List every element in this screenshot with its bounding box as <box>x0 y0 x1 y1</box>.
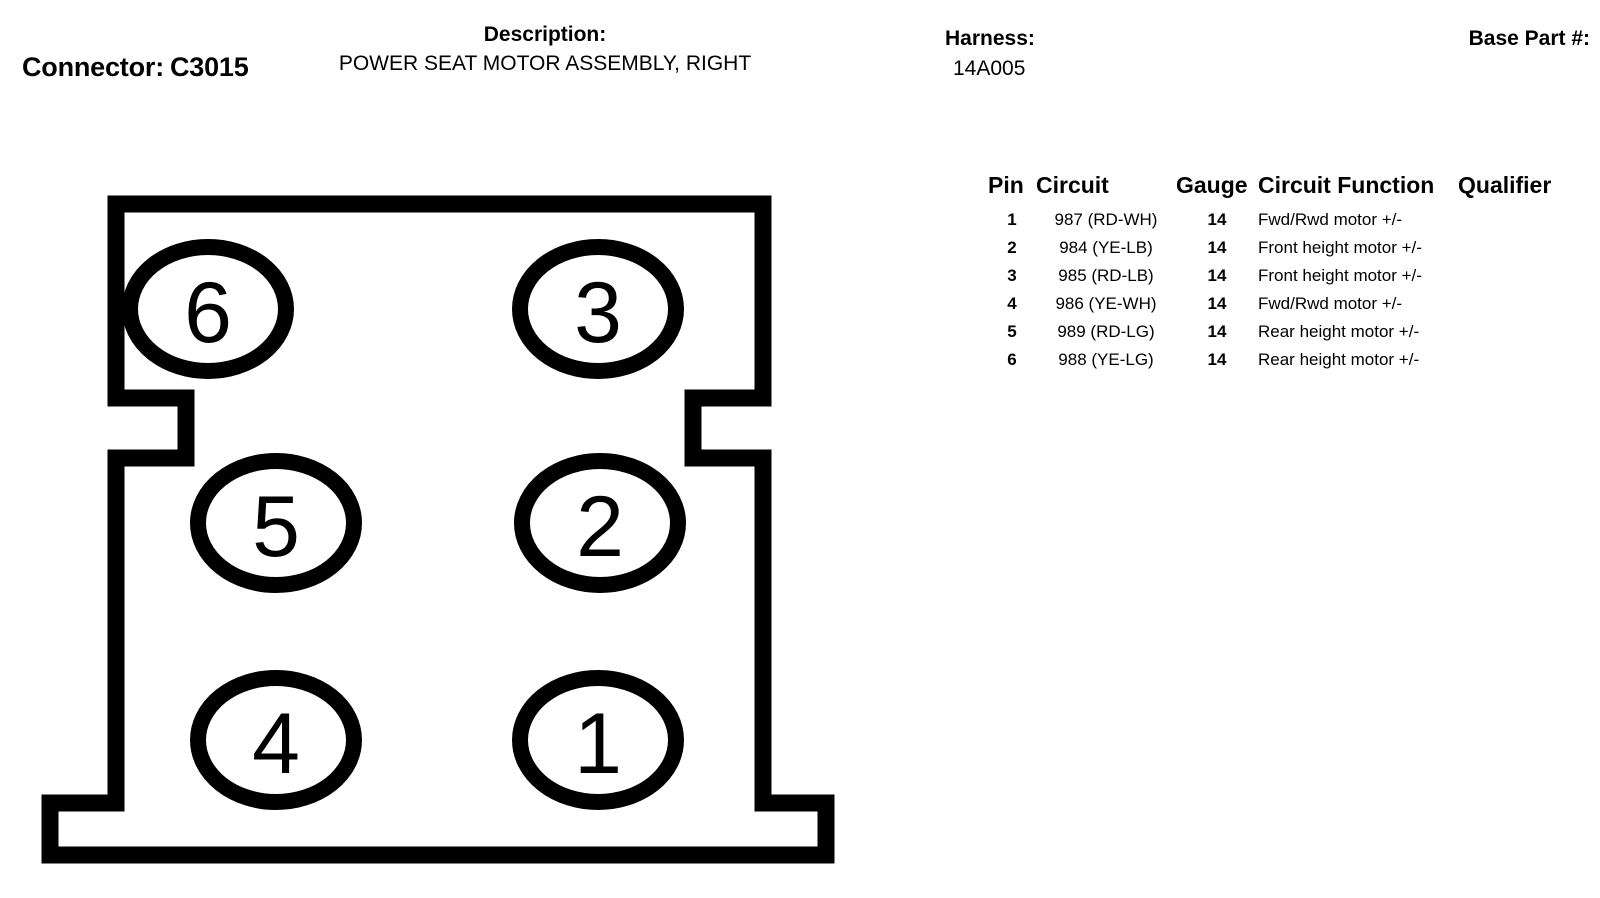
cell-function: Fwd/Rwd motor +/- <box>1258 210 1403 229</box>
description-label: Description: <box>483 23 607 46</box>
table-row: 6 988 (YE-LG) 14 Rear height motor +/- <box>988 346 1568 374</box>
cell-qualifier <box>1458 318 1568 346</box>
table-header-row: Pin Circuit Gauge Circuit Function Quali… <box>988 172 1568 206</box>
cavity-1: 1 <box>512 670 684 810</box>
cell-pin: 6 <box>1007 350 1017 369</box>
cell-gauge: 14 <box>1207 266 1227 285</box>
pin-table-element: Pin Circuit Gauge Circuit Function Quali… <box>988 172 1568 374</box>
cavity-4: 4 <box>190 670 362 810</box>
connector-id-value: C3015 <box>170 52 249 82</box>
pin-table: Pin Circuit Gauge Circuit Function Quali… <box>988 172 1568 374</box>
connector-id-block: Connector:C3015 <box>22 52 322 83</box>
cell-circuit: 984 (YE-LB) <box>1059 238 1153 257</box>
cavity-ring-6 <box>122 239 294 379</box>
cell-gauge: 14 <box>1207 294 1227 313</box>
connector-label: Connector: <box>22 52 164 82</box>
table-row: 4 986 (YE-WH) 14 Fwd/Rwd motor +/- <box>988 290 1568 318</box>
cavity-5: 5 <box>190 453 362 593</box>
cell-pin: 3 <box>1007 266 1017 285</box>
cell-circuit: 987 (RD-WH) <box>1054 210 1158 229</box>
column-header-qualifier: Qualifier <box>1458 172 1552 198</box>
cell-qualifier <box>1458 346 1568 374</box>
harness-block: Harness: 14A005 <box>945 26 1205 83</box>
harness-value: 14A005 <box>953 57 1026 80</box>
table-row: 1 987 (RD-WH) 14 Fwd/Rwd motor +/- <box>988 206 1568 234</box>
cell-function: Rear height motor +/- <box>1258 350 1420 369</box>
cell-circuit: 988 (YE-LG) <box>1058 350 1154 369</box>
column-header-circuit: Circuit <box>1036 172 1109 198</box>
cavity-ring-3 <box>512 239 684 379</box>
cavity-label-4: 4 <box>252 696 300 792</box>
column-header-pin: Pin <box>988 172 1024 198</box>
cavity-label-3: 3 <box>574 265 622 361</box>
cell-function: Fwd/Rwd motor +/- <box>1258 294 1403 313</box>
cavity-ring-4 <box>190 670 362 810</box>
cell-qualifier <box>1458 234 1568 262</box>
cell-function: Rear height motor +/- <box>1258 322 1420 341</box>
cell-pin: 1 <box>1007 210 1017 229</box>
cell-qualifier <box>1458 206 1568 234</box>
column-header-function: Circuit Function <box>1258 172 1435 198</box>
header-bar: Connector:C3015 Description: POWER SEAT … <box>0 0 1600 130</box>
connector-body-outline <box>41 195 835 864</box>
connector-diagram: 6 3 5 2 4 1 <box>20 170 850 880</box>
base-part-block: Base Part #: <box>1280 26 1590 55</box>
cavity-label-5: 5 <box>252 479 300 575</box>
cell-circuit: 989 (RD-LG) <box>1057 322 1155 341</box>
cell-circuit: 985 (RD-LB) <box>1058 266 1154 285</box>
cell-gauge: 14 <box>1207 322 1227 341</box>
cavity-label-6: 6 <box>184 265 232 361</box>
cell-function: Front height motor +/- <box>1258 266 1422 285</box>
table-row: 3 985 (RD-LB) 14 Front height motor +/- <box>988 262 1568 290</box>
cell-qualifier <box>1458 290 1568 318</box>
cell-function: Front height motor +/- <box>1258 238 1422 257</box>
harness-label: Harness: <box>945 27 1035 50</box>
cavity-label-2: 2 <box>576 479 624 575</box>
table-row: 5 989 (RD-LG) 14 Rear height motor +/- <box>988 318 1568 346</box>
cavity-2: 2 <box>514 453 686 593</box>
cavity-6: 6 <box>122 239 294 379</box>
cell-pin: 2 <box>1007 238 1017 257</box>
connector-line: Connector:C3015 <box>22 52 322 83</box>
cell-gauge: 14 <box>1207 350 1227 369</box>
cell-gauge: 14 <box>1207 238 1227 257</box>
cell-pin: 4 <box>1007 294 1017 313</box>
cavity-label-1: 1 <box>574 696 622 792</box>
cavity-ring-2 <box>514 453 686 593</box>
table-body: 1 987 (RD-WH) 14 Fwd/Rwd motor +/- 2 984… <box>988 206 1568 374</box>
cell-circuit: 986 (YE-WH) <box>1055 294 1157 313</box>
cavity-ring-5 <box>190 453 362 593</box>
description-value: POWER SEAT MOTOR ASSEMBLY, RIGHT <box>338 52 752 75</box>
cell-gauge: 14 <box>1207 210 1227 229</box>
connector-outline-svg: 6 3 5 2 4 1 <box>41 195 835 864</box>
cell-qualifier <box>1458 262 1568 290</box>
cell-pin: 5 <box>1007 322 1017 341</box>
base-part-label: Base Part #: <box>1468 27 1590 50</box>
table-row: 2 984 (YE-LB) 14 Front height motor +/- <box>988 234 1568 262</box>
cavity-3: 3 <box>512 239 684 379</box>
cavity-ring-1 <box>512 670 684 810</box>
description-block: Description: POWER SEAT MOTOR ASSEMBLY, … <box>330 22 760 78</box>
column-header-gauge: Gauge <box>1176 172 1248 198</box>
